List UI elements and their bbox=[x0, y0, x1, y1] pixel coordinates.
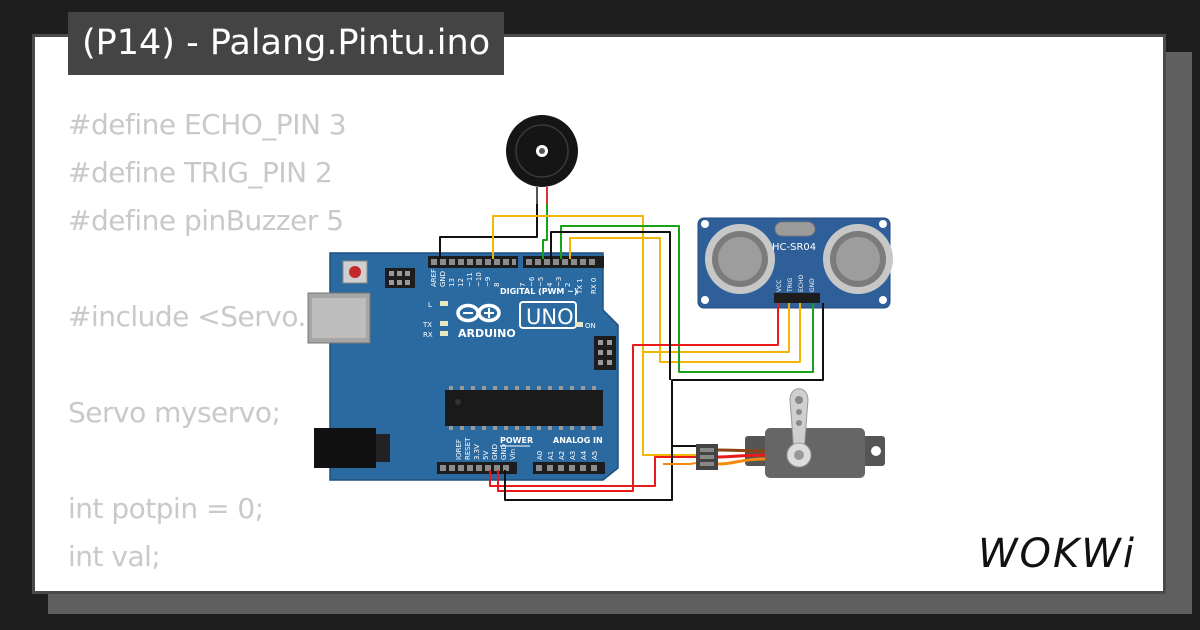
pin-label: 4 bbox=[546, 282, 554, 287]
pin-label: 2 bbox=[564, 283, 572, 287]
led-tx-label: TX bbox=[422, 321, 432, 329]
pin-label: RESET bbox=[464, 437, 472, 460]
pin-label: A4 bbox=[580, 450, 588, 460]
digital-label: DIGITAL (PWM ~) bbox=[500, 287, 578, 296]
sensor-pin-label: GND bbox=[809, 278, 816, 292]
power-label: POWER bbox=[500, 436, 533, 445]
wire-yellow bbox=[643, 303, 790, 353]
code-line: int val; bbox=[68, 540, 161, 573]
pin-label: TX 1 bbox=[576, 278, 584, 295]
code-line: Servo myservo; bbox=[68, 396, 281, 429]
wire-green bbox=[542, 204, 548, 259]
uno-label: UNO bbox=[526, 305, 574, 329]
pin-label: ~6 bbox=[528, 276, 536, 287]
pin-label: 3.3V bbox=[473, 444, 481, 460]
code-line: #define TRIG_PIN 2 bbox=[68, 156, 333, 189]
wire-yellow bbox=[492, 215, 696, 456]
wires bbox=[439, 204, 824, 501]
code-line: int potpin = 0; bbox=[68, 492, 264, 525]
wire-black bbox=[504, 445, 696, 501]
project-title: (P14) - Palang.Pintu.ino bbox=[68, 12, 505, 75]
pin-label: ~5 bbox=[537, 277, 545, 287]
pin-label: A3 bbox=[569, 451, 577, 460]
wire-black bbox=[671, 303, 824, 446]
led-rx-label: RX bbox=[423, 331, 433, 339]
wokwi-logo: WOKWi bbox=[978, 531, 1136, 577]
pin-label: ~10 bbox=[475, 272, 483, 287]
atmega-chip bbox=[445, 390, 603, 426]
pin-label: 12 bbox=[457, 278, 465, 287]
pin-label: AREF bbox=[430, 269, 438, 287]
wire-orange bbox=[663, 462, 697, 465]
sensor-pin-label: TRIG bbox=[787, 277, 794, 293]
pin-label: IOREF bbox=[455, 439, 463, 460]
servo-motor bbox=[696, 388, 885, 478]
sensor-pin-label: ECHO bbox=[798, 275, 805, 292]
pin-label: GND bbox=[491, 444, 499, 460]
code-preview: #define ECHO_PIN 3 #define TRIG_PIN 2 #d… bbox=[68, 104, 528, 584]
code-line: #define ECHO_PIN 3 bbox=[68, 108, 347, 141]
led-on-label: ON bbox=[585, 322, 596, 330]
arduino-brand: ARDUINO bbox=[458, 327, 516, 340]
pin-label: ~9 bbox=[484, 277, 492, 287]
pin-label: 5V bbox=[482, 451, 490, 460]
pin-label: Vin bbox=[509, 449, 517, 460]
pin-label: ~11 bbox=[466, 272, 474, 287]
led-l-label: L bbox=[428, 301, 432, 309]
pin-label: GND bbox=[439, 271, 447, 287]
pin-label: 13 bbox=[448, 278, 456, 287]
analog-label: ANALOG IN bbox=[553, 436, 603, 445]
wokwi-logo-text: WOKWi bbox=[978, 531, 1136, 577]
code-line: #include <Servo.h> bbox=[68, 300, 347, 333]
arduino-logo bbox=[456, 303, 501, 323]
code-line: #define pinBuzzer 5 bbox=[68, 204, 344, 237]
pin-label: A1 bbox=[547, 451, 555, 460]
buzzer bbox=[506, 115, 578, 204]
arduino-uno-board: AREF GND 13 12 ~11 ~10 ~9 8 7 ~6 ~5 4 ~3… bbox=[307, 252, 619, 481]
pin-label: 8 bbox=[493, 283, 501, 287]
pin-label: A0 bbox=[536, 451, 544, 460]
pin-label: A5 bbox=[591, 451, 599, 460]
wire-red bbox=[489, 456, 696, 487]
pin-label: GND bbox=[500, 444, 508, 460]
pin-label: RX 0 bbox=[590, 278, 598, 294]
pin-label: 7 bbox=[519, 283, 527, 287]
wire-black bbox=[550, 231, 671, 380]
wire-red bbox=[497, 303, 779, 492]
hc-sr04-sensor: HC-SR04 VCC TRIG ECHO GND bbox=[697, 217, 893, 309]
sensor-pin-label: VCC bbox=[776, 280, 783, 292]
wire-yellow bbox=[569, 237, 801, 363]
pin-label: ~3 bbox=[555, 277, 563, 287]
wire-black bbox=[439, 204, 538, 259]
sensor-model: HC-SR04 bbox=[772, 242, 816, 253]
pin-label: A2 bbox=[558, 451, 566, 460]
dc-jack bbox=[314, 428, 376, 468]
